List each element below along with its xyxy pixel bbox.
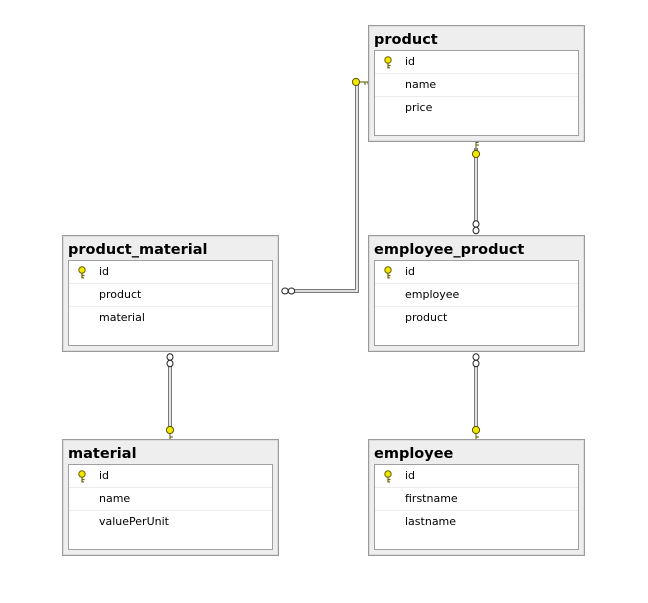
column-row[interactable]: product <box>375 307 578 330</box>
column-name: id <box>99 265 110 278</box>
column-name: firstname <box>405 492 458 505</box>
column-row[interactable]: id <box>375 51 578 74</box>
column-name: id <box>405 55 416 68</box>
table-title: employee_product <box>374 242 525 258</box>
relationship-product-material-product <box>291 83 359 293</box>
table-title: product_material <box>68 242 208 258</box>
column-name: material <box>99 311 145 324</box>
column-row[interactable]: lastname <box>375 511 578 534</box>
column-name: valuePerUnit <box>99 515 169 528</box>
column-name: name <box>405 78 437 91</box>
primary-key-icon <box>384 266 392 279</box>
primary-key-icon <box>384 56 392 69</box>
infinity-icon <box>472 353 480 368</box>
column-name: id <box>99 469 110 482</box>
column-name: employee <box>405 288 460 301</box>
column-name: id <box>405 265 416 278</box>
column-row[interactable]: product <box>69 284 272 307</box>
column-list: id firstname lastname <box>374 464 579 550</box>
column-name: lastname <box>405 515 457 528</box>
column-name: id <box>405 469 416 482</box>
primary-key-icon <box>78 470 86 483</box>
column-name: name <box>99 492 131 505</box>
column-row[interactable]: firstname <box>375 488 578 511</box>
key-icon <box>471 142 481 159</box>
column-list: id name valuePerUnit <box>68 464 273 550</box>
primary-key-icon <box>78 266 86 279</box>
column-name: price <box>405 101 433 114</box>
table-title: product <box>374 32 438 48</box>
column-list: id employee product <box>374 260 579 346</box>
column-row[interactable]: name <box>375 74 578 97</box>
table-title: employee <box>374 446 454 462</box>
infinity-icon <box>166 353 174 368</box>
column-row[interactable]: id <box>375 261 578 284</box>
primary-key-icon <box>384 470 392 483</box>
column-list: id name price <box>374 50 579 136</box>
column-row[interactable]: material <box>69 307 272 330</box>
key-icon <box>351 77 369 87</box>
infinity-icon <box>472 220 480 235</box>
table-employee-product[interactable]: employee_product id employee product <box>368 235 585 352</box>
table-employee[interactable]: employee id firstname lastname <box>368 439 585 556</box>
column-row[interactable]: id <box>69 465 272 488</box>
column-row[interactable]: employee <box>375 284 578 307</box>
column-row[interactable]: id <box>375 465 578 488</box>
table-product-material[interactable]: product_material id product material <box>62 235 279 352</box>
column-name: product <box>99 288 142 301</box>
table-product[interactable]: product id name price <box>368 25 585 142</box>
column-row[interactable]: valuePerUnit <box>69 511 272 534</box>
infinity-icon <box>281 287 296 295</box>
table-material[interactable]: material id name valuePerUnit <box>62 439 279 556</box>
column-row[interactable]: id <box>69 261 272 284</box>
column-name: product <box>405 311 448 324</box>
table-title: material <box>68 446 137 462</box>
column-row[interactable]: price <box>375 97 578 120</box>
column-list: id product material <box>68 260 273 346</box>
column-row[interactable]: name <box>69 488 272 511</box>
